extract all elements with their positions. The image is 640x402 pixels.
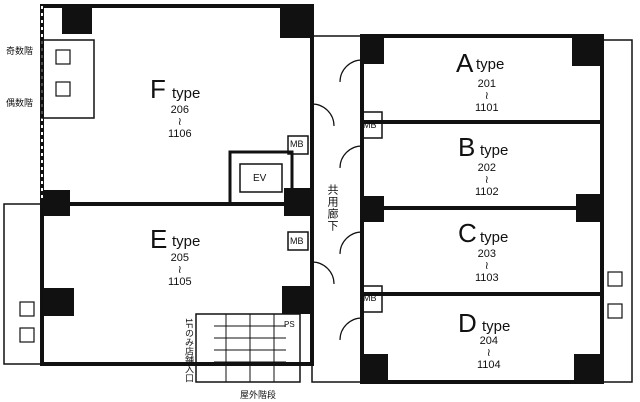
unit-f-letter: F <box>150 74 166 104</box>
unit-e-letter: E <box>150 224 168 254</box>
corridor-label: 共用廊下 <box>326 184 338 232</box>
unit-c-letter: C <box>458 218 477 248</box>
unit-b-range: 202≀1102 <box>475 162 499 198</box>
stair-area <box>195 313 301 383</box>
ext-stair-label: 屋外階段 <box>240 390 277 400</box>
mb-label-f: MB <box>290 139 304 149</box>
mb-label-e: MB <box>290 236 304 246</box>
unit-e-type: type <box>172 233 201 250</box>
unit-d-letter: D <box>458 308 477 338</box>
unit-d-range: 204≀1104 <box>477 335 501 371</box>
mb-label-a-b: MB <box>363 120 377 130</box>
stair-note: 1Fのみ店舗入口 <box>184 318 194 383</box>
unit-c-range: 203≀1103 <box>475 248 499 284</box>
balcony-right <box>601 39 633 383</box>
unit-b-letter: B <box>458 132 476 162</box>
unit-d-type: type <box>482 318 511 335</box>
elevator-shaft <box>228 150 294 206</box>
unit-a-range: 201≀1101 <box>475 78 499 114</box>
even-floors-label: 偶数階 <box>6 98 34 108</box>
ps-label: PS <box>284 320 295 329</box>
odd-floors-label: 奇数階 <box>6 46 34 56</box>
ev-label: EV <box>253 173 267 184</box>
unit-e-range: 205≀1105 <box>168 252 192 288</box>
unit-b-type: type <box>480 142 509 159</box>
unit-c-type: type <box>480 229 509 246</box>
unit-a-letter: A <box>456 48 474 78</box>
balcony-left <box>3 203 43 365</box>
unit-f-range: 206≀1106 <box>168 104 192 140</box>
unit-a-type: type <box>476 56 505 73</box>
unit-f-type: type <box>172 85 201 102</box>
mb-label-c-d: MB <box>363 293 377 303</box>
